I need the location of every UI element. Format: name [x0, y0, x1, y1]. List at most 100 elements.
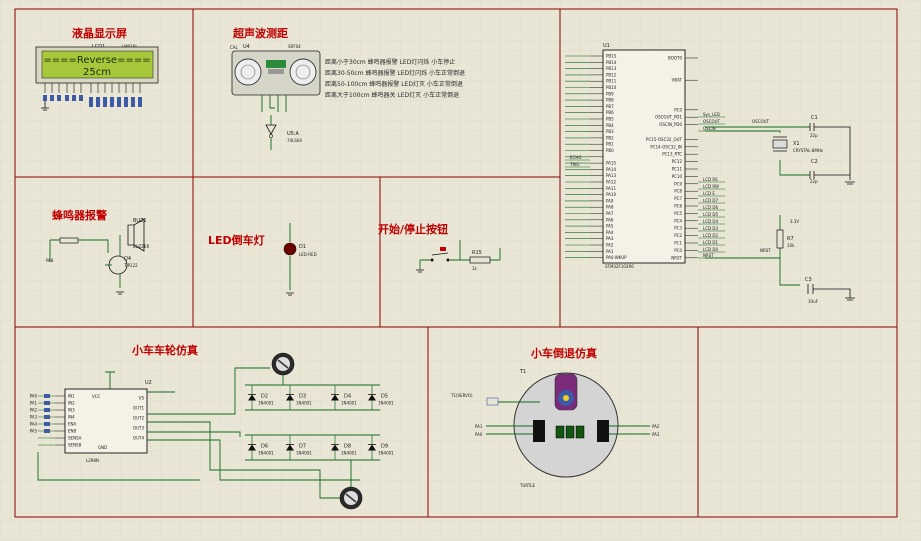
- mcu-left-pin: PA5: [606, 224, 614, 229]
- ultrasonic-desc-3: 距离50-100cm 蜂鸣器报警 LED灯灭 小车正常倒退: [325, 80, 463, 88]
- driver-vcc: VCC: [92, 394, 101, 399]
- l298n-driver[interactable]: U2 L298N VCC GND: [64, 380, 152, 463]
- led-section-title: LED倒车灯: [208, 233, 265, 247]
- reverse-section-title: 小车倒退仿真: [530, 346, 597, 360]
- buzzer-circuit[interactable]: BUZ1 BUZZER Q4 TIP122 PA8: [46, 218, 150, 295]
- diode-ref: D6: [261, 444, 268, 450]
- mcu-net-label: Sys_LED: [703, 112, 720, 117]
- r7-ref: R7: [787, 236, 794, 242]
- ultrasonic-wiring: U5:A 74LS04: [261, 95, 302, 150]
- mcu-chip[interactable]: U1 STM32F103R6: [602, 43, 686, 269]
- button-resistor-ref: R15: [472, 250, 482, 256]
- section-borders: [14, 8, 898, 518]
- mcu-left-pin: PB12: [606, 72, 617, 77]
- reset-vcc: 3.3V: [790, 219, 799, 224]
- mcu-net-label: LCD RW: [703, 184, 719, 189]
- mcu-net-label: LCD RS: [703, 177, 718, 182]
- driver-left-net: PA0: [30, 394, 38, 399]
- mcu-left-pin: PA15: [606, 161, 616, 166]
- diode-part: 1N4001: [258, 451, 274, 456]
- diode-part: 1N4001: [258, 401, 274, 406]
- mcu-left-pin: PA14: [606, 167, 616, 172]
- turtle-part: TURTLE: [519, 483, 536, 488]
- lcd-module[interactable]: LCD1 LM016L ====Reverse==== 25cm: [35, 44, 159, 84]
- mcu-right-pin: PC5: [674, 211, 682, 216]
- driver-gnd: GND: [98, 445, 107, 450]
- motor-top[interactable]: [271, 352, 295, 376]
- mcu-left-pin: PB1: [606, 142, 614, 147]
- diode-bridge: D21N4001D31N4001D41N4001D51N4001D61N4001…: [245, 375, 394, 487]
- driver-right-pin: OUT3: [133, 426, 145, 431]
- mcu-part: STM32F103R6: [605, 264, 634, 269]
- ultrasonic-section-title: 超声波测距: [232, 26, 288, 40]
- mcu-right-pin: PC9: [674, 181, 682, 186]
- mcu-ref: U1: [603, 43, 610, 49]
- driver-pins: IN1PA0IN2PA1IN3PA2IN4PA3ENAPA4ENBPA5SENS…: [30, 394, 145, 448]
- mcu-right-pin: PC14-OSC32_IN: [650, 144, 682, 149]
- mcu-left-pin: PB9: [606, 91, 614, 96]
- diode-part: 1N4001: [341, 401, 357, 406]
- mcu-net-label: ECHO: [570, 155, 581, 160]
- mcu-left-pin: PB2: [606, 135, 614, 140]
- mcu-left-pin: PB15: [606, 54, 617, 59]
- lcd-line2: 25cm: [83, 67, 111, 78]
- turtle-net-l1: PA1: [475, 424, 483, 429]
- mcu-right-pin: PC12: [672, 159, 683, 164]
- mcu-right-pin: PC7: [674, 196, 682, 201]
- mcu-right-pin: PC1: [674, 241, 682, 246]
- mcu-right-pin: OSCIN_PD0: [659, 122, 682, 127]
- diode-ref: D9: [381, 444, 388, 450]
- turtle-robot[interactable]: T1 TURTLE: [513, 369, 619, 488]
- start-stop-button[interactable]: R15 1k: [416, 240, 501, 273]
- driver-wiring: [37, 367, 360, 499]
- mcu-left-pin: PA2: [606, 243, 614, 248]
- mcu-net-label: LCD E: [703, 191, 715, 196]
- mcu-left-pin: PA4: [606, 230, 614, 235]
- crystal-circuit[interactable]: OSCOUT C1 22p X1 CRYSTAL-8MHz C2 22p: [705, 115, 855, 185]
- mcu-net-label: LCD D4: [703, 219, 718, 224]
- mcu-net-label: TRIG: [569, 162, 580, 167]
- crystal-net-out: OSCOUT: [752, 119, 770, 124]
- mcu-left-pin: PA0-WKUP: [606, 255, 627, 260]
- mcu-left-pin: PA1: [606, 249, 614, 254]
- transistor-part: TIP122: [123, 263, 138, 268]
- mcu-left-pin: PA10: [606, 192, 616, 197]
- mcu-net-label: LCD D0: [703, 247, 718, 252]
- button-section-title: 开始/停止按钮: [378, 222, 448, 236]
- ultrasonic-left-label: CAL: [230, 45, 239, 50]
- mcu-net-label: LCD D6: [703, 205, 718, 210]
- reset-circuit[interactable]: 3.3V R7 10k NRST C3 10uF: [705, 215, 855, 304]
- led-circuit[interactable]: D1 LED-RED: [283, 223, 317, 296]
- diode-ref: D5: [381, 394, 388, 400]
- driver-left-net: PA2: [30, 408, 38, 413]
- buzzer-net: PA8: [46, 258, 54, 263]
- mcu-right-pin: PC13_RTC: [662, 152, 682, 157]
- driver-right-pin: OUT2: [133, 416, 145, 421]
- mcu-left-pin: PB5: [606, 117, 614, 122]
- mcu-left-pin: PA7: [606, 211, 614, 216]
- c3-ref: C3: [805, 277, 812, 283]
- r7-val: 10k: [787, 243, 795, 248]
- transistor-ref: Q4: [124, 256, 131, 262]
- mcu-left-pin: PB6: [606, 110, 614, 115]
- button-resistor-val: 1k: [472, 266, 478, 271]
- motor-bottom[interactable]: [339, 486, 363, 510]
- buzzer-section-title: 蜂鸣器报警: [52, 208, 107, 222]
- mcu-right-pin: NRST: [671, 255, 682, 260]
- mcu-left-pin: PA11: [606, 186, 616, 191]
- lcd-section-title: 液晶显示屏: [72, 26, 127, 40]
- mcu-left-pin: PB10: [606, 85, 617, 90]
- mcu-net-label: LCD D1: [703, 240, 718, 245]
- mcu-net-label: OSCOUT: [703, 119, 721, 124]
- buzzer-part: BUZZER: [133, 244, 150, 249]
- lcd-pin-tags: [43, 95, 142, 107]
- diode-part: 1N4001: [378, 401, 394, 406]
- driver-right-pin: VS: [139, 396, 145, 401]
- driver-left-net: PA5: [30, 429, 38, 434]
- driver-left-net: PA3: [30, 415, 38, 420]
- ultrasonic-sensor[interactable]: CAL U4 SRF04: [230, 44, 321, 96]
